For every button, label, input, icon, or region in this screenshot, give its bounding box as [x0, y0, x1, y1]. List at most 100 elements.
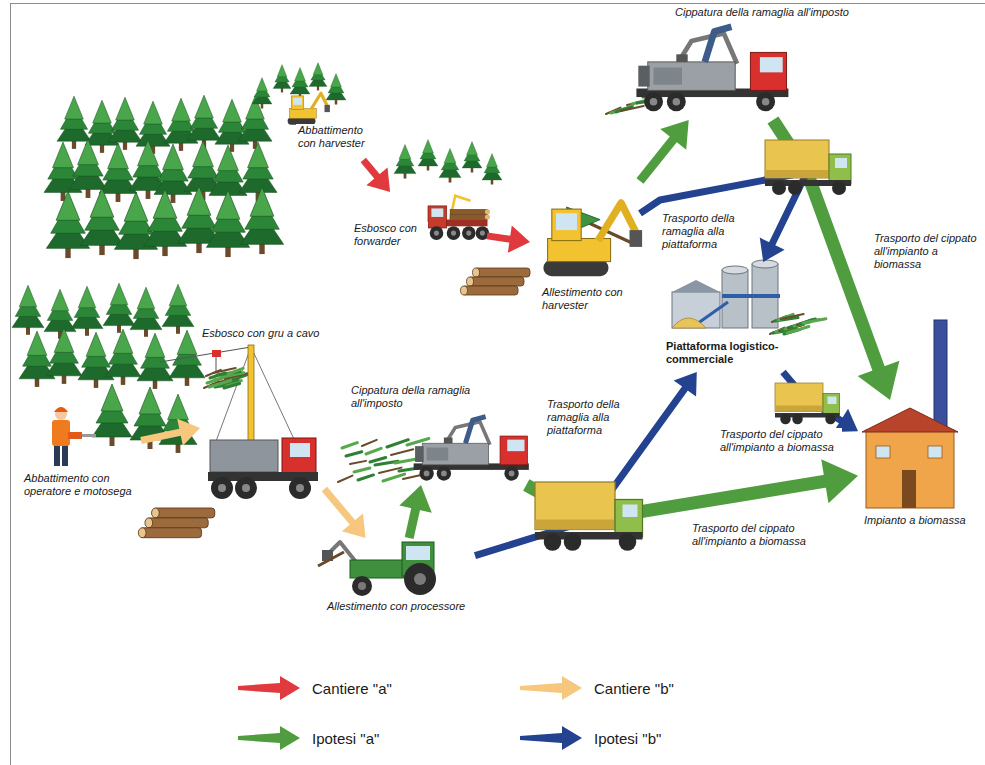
transport-label: Trasporto della ramaglia alla piattaform… — [545, 398, 637, 437]
wheel — [437, 466, 451, 480]
conifer-tree — [439, 148, 461, 182]
tree-crown — [467, 142, 478, 156]
wheel — [772, 181, 786, 195]
arrow-shaft — [475, 384, 688, 556]
cab-window — [507, 440, 524, 452]
tree-crown — [56, 191, 80, 220]
tree-crown — [172, 98, 191, 121]
flow-arrow — [640, 172, 807, 262]
tower-mast — [248, 345, 254, 455]
tree-trunk — [123, 141, 127, 150]
rear-wheel — [404, 563, 436, 595]
tree-crown — [108, 143, 129, 169]
transport-truck — [765, 140, 851, 195]
legend-text: Cantiere "b" — [594, 680, 674, 697]
station-caption: Cippatura della ramaglia all'imposto — [673, 6, 851, 19]
log-end — [485, 209, 490, 214]
conifer-tree — [143, 189, 186, 256]
tree-trunk — [99, 244, 104, 255]
tree-trunk — [317, 86, 319, 91]
conifer-tree — [130, 287, 162, 337]
cabin — [552, 209, 581, 240]
tree-crown — [487, 154, 498, 168]
conifer-tree — [108, 97, 142, 150]
wheel-hub — [466, 231, 471, 236]
cargo-box — [765, 140, 829, 178]
tree-crown — [153, 189, 177, 218]
cabin — [291, 96, 304, 110]
tree-crown — [144, 101, 163, 124]
tree-trunk — [85, 328, 89, 336]
station-node: Piattaforma logistico-commerciale — [660, 262, 813, 372]
arrow-head — [177, 419, 200, 446]
tree-trunk — [110, 436, 115, 446]
loaded-log — [450, 209, 487, 214]
cabin-window — [556, 213, 577, 230]
station-caption: Piattaforma logistico-commerciale — [664, 340, 810, 366]
arrow-head — [366, 167, 390, 192]
head — [55, 408, 67, 420]
conifer-tree — [46, 328, 82, 384]
tree-crown — [124, 192, 148, 221]
cargo-box — [535, 482, 615, 530]
transport-truck — [535, 482, 643, 551]
tree-trunk — [225, 246, 230, 257]
legend-swatch — [238, 676, 300, 700]
station-caption: Allestimento con processore — [325, 600, 467, 613]
skyline-cable — [160, 347, 251, 362]
tree-crown — [93, 100, 112, 123]
wheel — [780, 414, 791, 425]
tree-crown — [27, 331, 47, 355]
cabin-window — [293, 98, 302, 105]
silo-top — [722, 266, 748, 274]
log-end — [461, 286, 468, 295]
conifer-tree — [326, 74, 346, 105]
conifer-tree — [462, 142, 482, 173]
station-node: Allestimento con harvester — [530, 180, 640, 320]
tree-crown — [163, 144, 184, 170]
flow-arrow — [487, 226, 530, 253]
building-wall — [866, 430, 954, 508]
log — [474, 268, 530, 277]
wheel-hub — [242, 484, 250, 492]
tree-trunk — [196, 242, 201, 253]
branch — [346, 452, 362, 456]
tree-crown — [295, 68, 306, 82]
tree-trunk — [35, 378, 40, 387]
cab-window — [760, 57, 783, 72]
transport-label: Trasporto della ramaglia alla piattaform… — [660, 212, 754, 251]
station-node: Esbosco con gru a cavo — [200, 325, 324, 505]
logistics-platform — [672, 260, 826, 334]
tree-trunk — [471, 168, 474, 173]
tree-crown — [78, 139, 99, 165]
conifer-tree — [240, 187, 283, 254]
conifer-tree — [239, 142, 277, 201]
log-end — [485, 214, 490, 219]
arrow-shaft — [640, 134, 678, 181]
wheel — [419, 466, 433, 480]
wheel-hub — [480, 231, 485, 236]
cab-window — [406, 546, 430, 560]
door — [902, 470, 916, 508]
wheel — [788, 181, 802, 195]
log — [468, 277, 524, 286]
wheel-hub — [424, 471, 430, 477]
tree-trunk — [144, 329, 148, 337]
chassis — [445, 220, 488, 227]
station-caption: Abbattimento con operatore e motosega — [22, 472, 138, 498]
wheel-hub — [650, 98, 658, 106]
legend-text: Cantiere "a" — [312, 680, 392, 697]
conifer-tree — [418, 140, 438, 171]
arrow-shaft — [324, 489, 356, 527]
window — [876, 446, 890, 458]
branch — [354, 468, 370, 472]
arrow-head — [660, 120, 688, 150]
branch — [350, 461, 366, 464]
tree-trunk — [281, 88, 283, 93]
conifer-tree — [154, 144, 192, 203]
wheel-hub — [762, 98, 770, 106]
